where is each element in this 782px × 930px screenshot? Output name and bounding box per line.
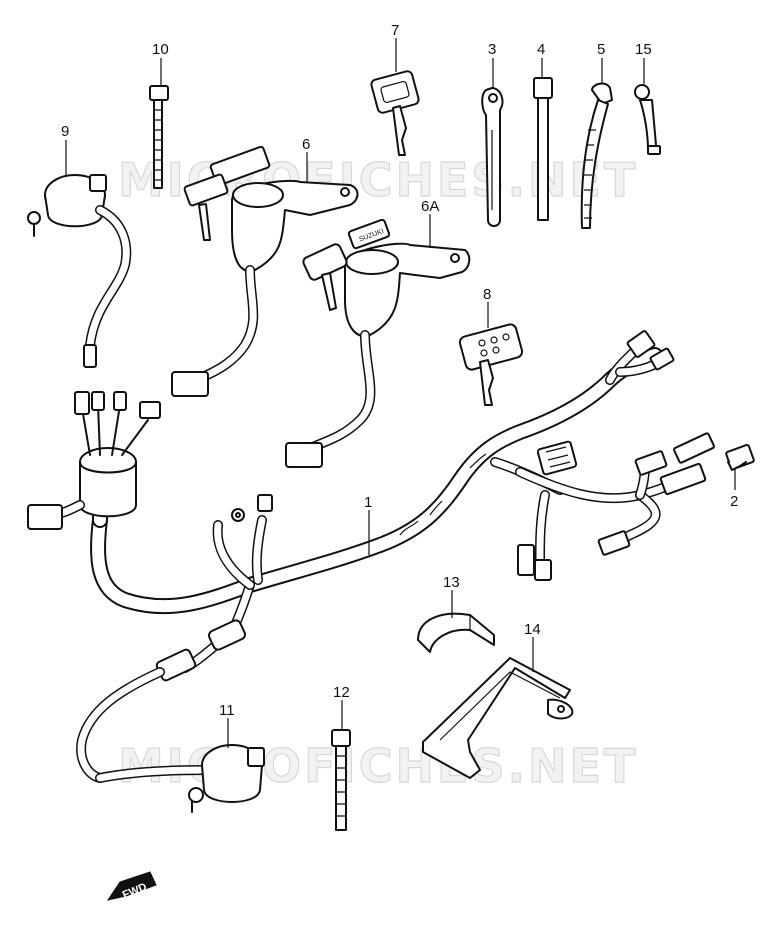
- switch-assembly-9[interactable]: [27, 174, 132, 368]
- ignition-switch-6[interactable]: [171, 145, 359, 397]
- callout-9: 9: [61, 123, 69, 140]
- callout-6: 6: [302, 136, 310, 153]
- cable-tie-10[interactable]: [149, 85, 169, 189]
- callout-14: 14: [524, 621, 541, 638]
- callout-12: 12: [333, 684, 350, 701]
- clamp-3[interactable]: [481, 87, 504, 227]
- switch-assembly-11[interactable]: [188, 744, 265, 813]
- callout-11: 11: [219, 702, 235, 719]
- callout-13: 13: [443, 574, 460, 591]
- bracket-14[interactable]: [422, 657, 574, 779]
- callout-6A: 6A: [421, 198, 439, 215]
- left-wire-bundle-sleeve[interactable]: [27, 391, 161, 530]
- callout-3: 3: [488, 41, 496, 58]
- callout-8: 8: [483, 286, 491, 303]
- callout-4: 4: [537, 41, 545, 58]
- callout-1: 1: [364, 494, 372, 511]
- main-wiring-harness[interactable]: [76, 330, 715, 783]
- cover-13[interactable]: [417, 612, 495, 653]
- callout-15: 15: [635, 41, 652, 58]
- fuse-2[interactable]: [725, 444, 755, 471]
- callout-7: 7: [391, 22, 399, 39]
- key-blank-8[interactable]: [458, 323, 524, 406]
- key-7[interactable]: [370, 70, 420, 156]
- clamp-15[interactable]: [634, 84, 661, 155]
- callout-10: 10: [152, 41, 169, 58]
- cable-tie-4[interactable]: [533, 77, 553, 221]
- callout-2: 2: [730, 493, 738, 510]
- fwd-direction-arrow: FWD: [106, 871, 157, 902]
- leader-lines: [65, 38, 736, 748]
- cable-tie-5[interactable]: [580, 82, 613, 229]
- callout-5: 5: [597, 41, 605, 58]
- ignition-switch-6A[interactable]: SUZUKI: [285, 218, 471, 468]
- cable-tie-12[interactable]: [331, 729, 351, 831]
